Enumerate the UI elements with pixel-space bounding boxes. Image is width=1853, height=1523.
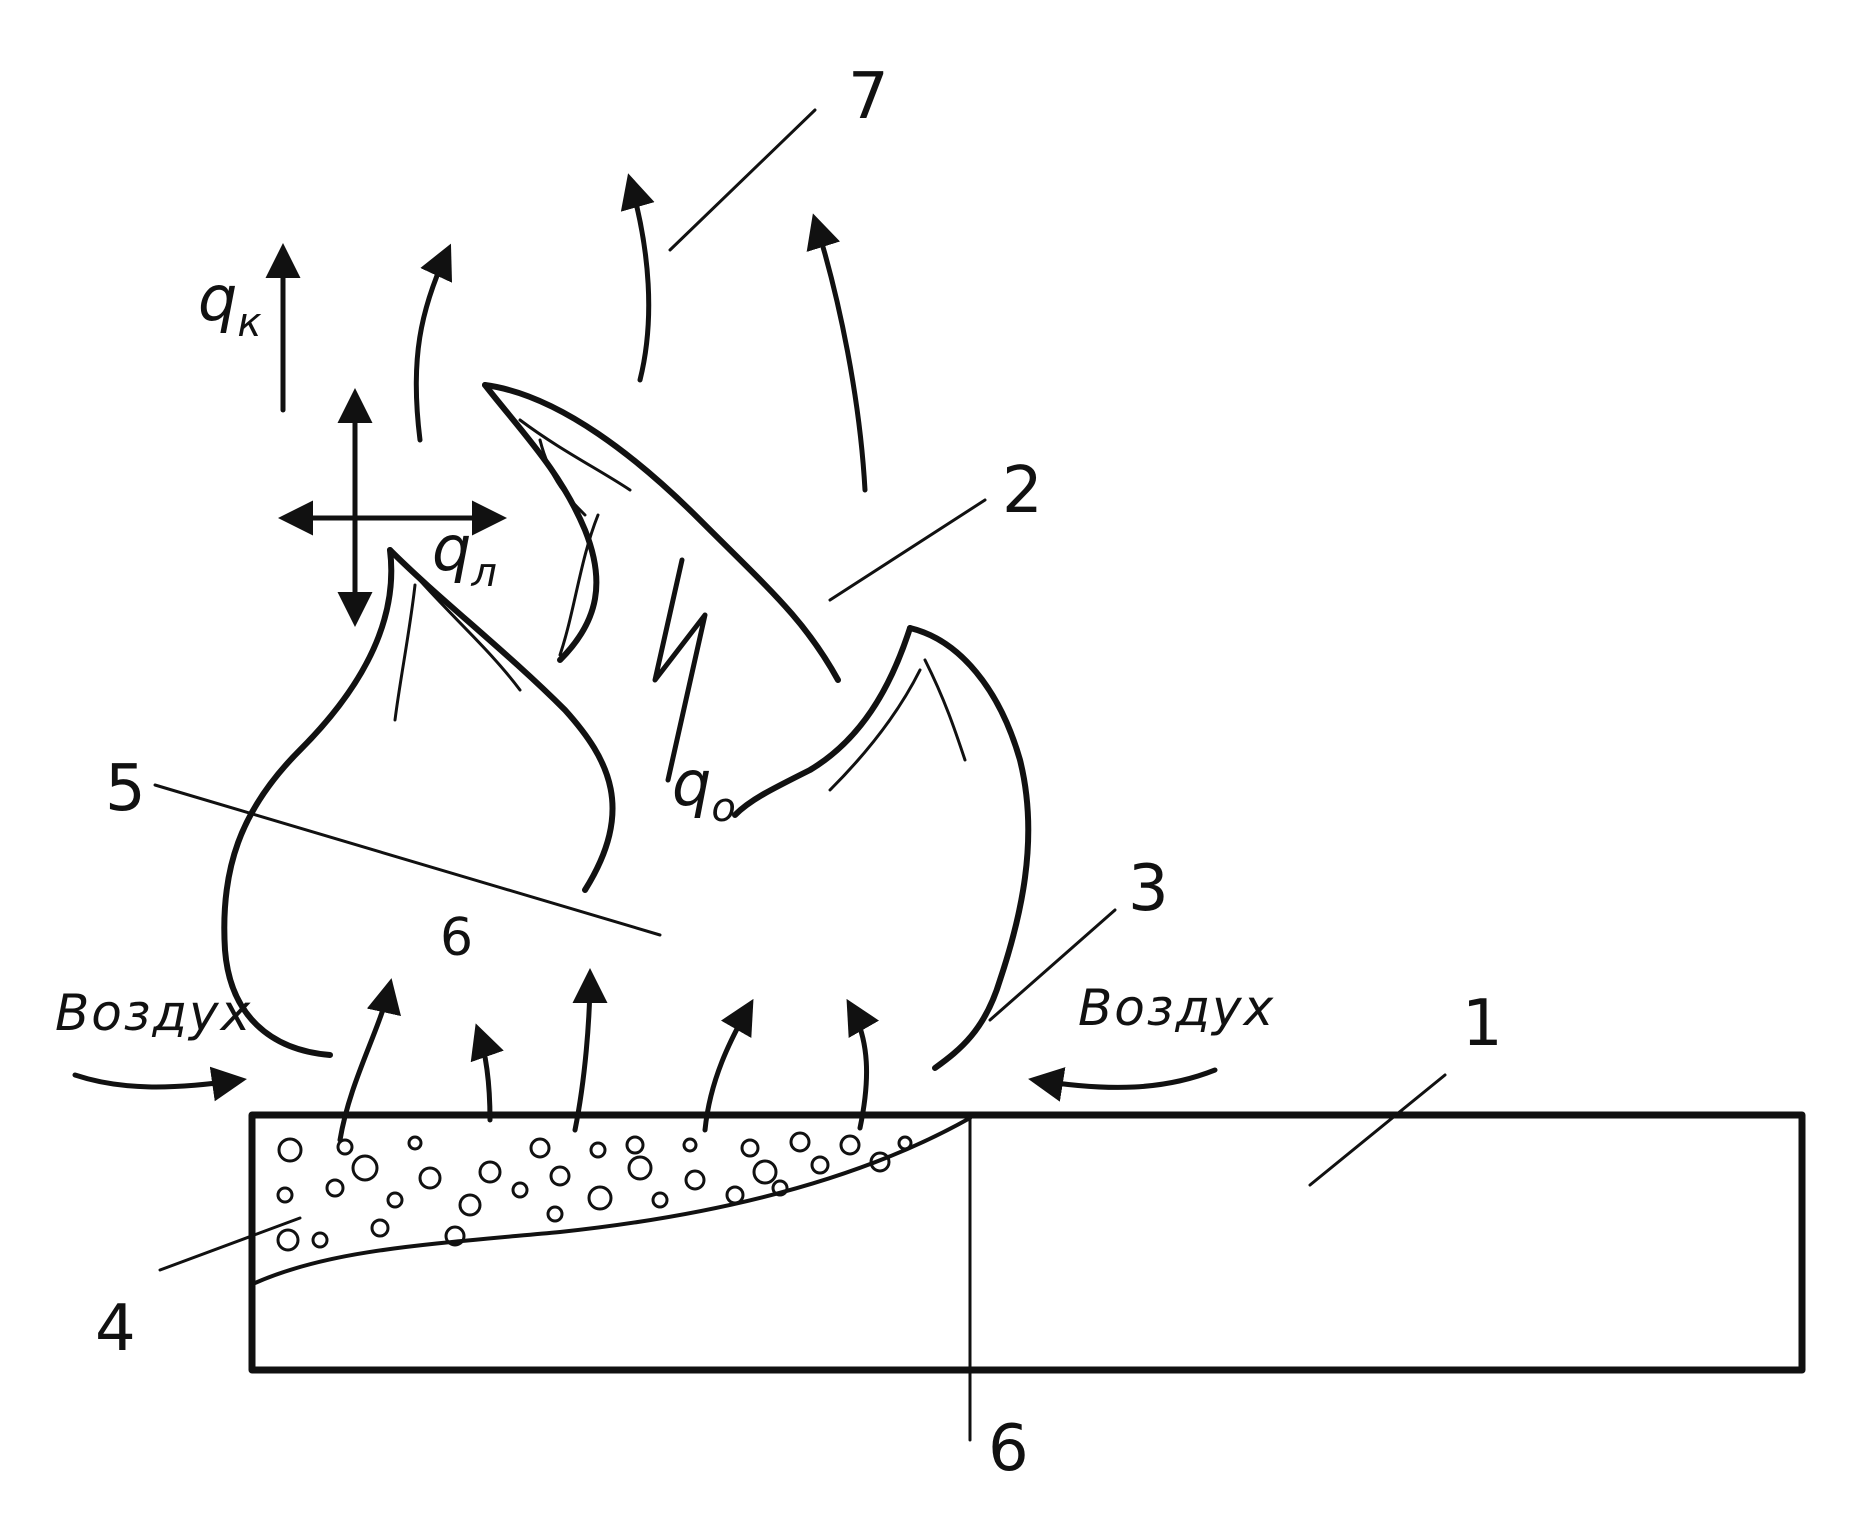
material-slab: [248, 1111, 1806, 1374]
label-2: 2: [1002, 454, 1043, 528]
label-6-inner: 6: [440, 908, 473, 968]
pyrolysis-zone: [253, 1116, 972, 1285]
leader-lines: [153, 108, 1447, 1272]
label-6: 6: [988, 1412, 1029, 1486]
air-label-right: Воздух: [1078, 979, 1275, 1037]
ql-label: qл: [432, 512, 497, 596]
label-3: 3: [1128, 852, 1169, 926]
radiation-zigzag: [652, 557, 708, 783]
label-1: 1: [1462, 987, 1503, 1061]
label-7: 7: [848, 60, 889, 134]
label-4: 4: [95, 1292, 136, 1366]
air-arrows: [72, 1066, 1218, 1102]
label-5: 5: [105, 752, 146, 826]
air-label-left: Воздух: [55, 984, 252, 1042]
ql-arrows: [278, 388, 507, 627]
flow-arrows: [337, 173, 880, 1143]
pyrolysis-bubbles: [276, 1131, 913, 1252]
qk-label: qк: [198, 262, 262, 346]
flame: [221, 382, 1032, 1071]
qo-label: qо: [672, 747, 736, 831]
